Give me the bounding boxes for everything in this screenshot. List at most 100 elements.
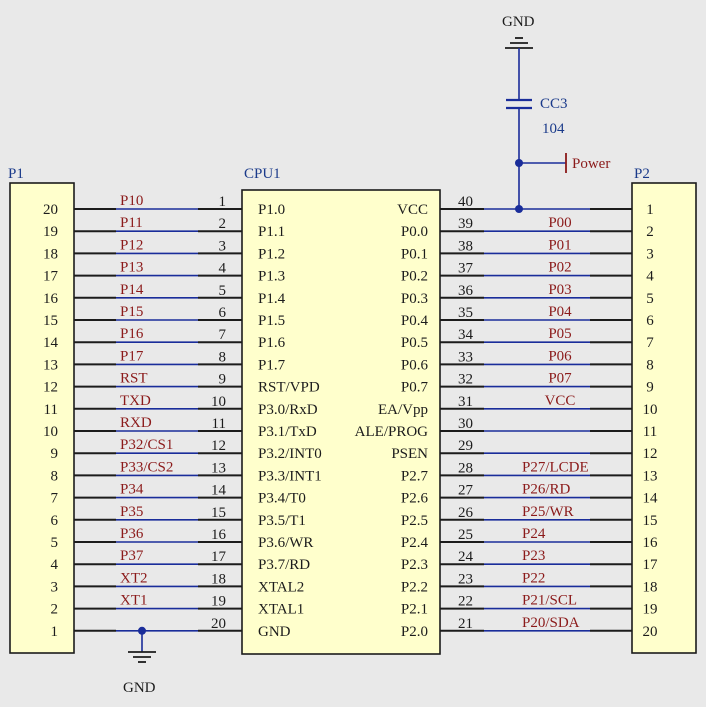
pin-lines [74, 208, 632, 632]
cpu-right-pin-number: 27 [458, 483, 474, 499]
cpu-left-pin-name: P1.2 [258, 246, 285, 262]
cpu-right-pin-number: 23 [458, 571, 473, 587]
p1-pin-number: 3 [51, 579, 59, 595]
cpu-right-pin-name: PSEN [391, 446, 428, 462]
right-net-label: P03 [548, 282, 571, 298]
p1-pin-number: 13 [43, 357, 58, 373]
cpu-right-pin-name: P2.4 [401, 535, 429, 551]
p2-pin-number: 17 [643, 557, 659, 573]
cpu-left-pin-name: GND [258, 624, 291, 640]
cpu-right-pin-name: P2.5 [401, 513, 428, 529]
cpu-left-pin-name: P3.6/WR [258, 535, 313, 551]
cpu-left-pin-number: 14 [211, 483, 227, 499]
cpu-left-pin-name: P1.1 [258, 224, 285, 240]
cpu-right-pin-number: 29 [458, 438, 473, 454]
left-net-label: P11 [120, 215, 143, 231]
cpu-left-pin-number: 7 [219, 327, 227, 343]
cpu-right-pin-name: P0.3 [401, 291, 428, 307]
cpu-right-pin-name: EA/Vpp [378, 402, 428, 418]
cpu-right-pin-name: P0.2 [401, 269, 428, 285]
p1-pin-number: 9 [51, 446, 59, 462]
left-net-label: P17 [120, 348, 144, 364]
p2-pin-number: 20 [643, 624, 658, 640]
cpu-left-pin-name: P3.3/INT1 [258, 468, 322, 484]
left-net-label: P36 [120, 526, 144, 542]
p1-pin-number: 7 [51, 491, 59, 507]
cpu-right-pin-number: 24 [458, 549, 474, 565]
left-net-label: RXD [120, 415, 152, 431]
p2-pin-number: 10 [643, 402, 658, 418]
cpu-right-pin-number: 31 [458, 394, 473, 410]
p2-pin-number: 19 [643, 602, 658, 618]
p1-pin-number: 8 [51, 468, 59, 484]
p2-pin-number: 12 [643, 446, 658, 462]
p1-pin-number: 12 [43, 380, 58, 396]
p2-pin-number: 9 [646, 380, 654, 396]
left-net-label: P10 [120, 193, 143, 209]
p1-pin-number: 14 [43, 335, 59, 351]
cpu-right-pin-number: 21 [458, 616, 473, 632]
cpu-right-pin-number: 40 [458, 194, 473, 210]
left-net-label: P32/CS1 [120, 437, 173, 453]
vcc-junction-dot [515, 205, 523, 213]
cpu-left-pin-number: 4 [219, 261, 227, 277]
left-net-label: TXD [120, 393, 151, 409]
wires [116, 37, 590, 663]
p2-pin-number: 18 [643, 579, 658, 595]
left-net-label: XT2 [120, 570, 148, 586]
cpu-left-pin-number: 5 [219, 283, 227, 299]
cpu-left-pin-name: P3.7/RD [258, 557, 310, 573]
left-net-label: P37 [120, 548, 144, 564]
cpu-left-pin-number: 20 [211, 616, 226, 632]
cpu-right-pin-number: 30 [458, 416, 473, 432]
cpu-right-pin-name: P2.1 [401, 602, 428, 618]
cpu-right-pin-name: P0.6 [401, 357, 429, 373]
cpu-left-pin-number: 1 [219, 194, 227, 210]
cpu-left-pin-number: 10 [211, 394, 226, 410]
right-net-label: P06 [548, 348, 572, 364]
left-net-label: P13 [120, 260, 143, 276]
cpu-right-pin-name: P0.1 [401, 246, 428, 262]
cpu-right-pin-number: 28 [458, 460, 473, 476]
p2-pin-number: 6 [646, 313, 654, 329]
cpu-right-pin-name: P2.3 [401, 557, 428, 573]
right-net-label: P05 [548, 326, 571, 342]
cpu-right-pin-number: 35 [458, 305, 473, 321]
cpu-right-pin-name: P2.7 [401, 468, 429, 484]
p2-pin-number: 2 [646, 224, 654, 240]
cpu-right-pin-number: 37 [458, 261, 474, 277]
right-net-label: P21/SCL [522, 593, 577, 609]
cpu-right-pin-number: 34 [458, 327, 474, 343]
p1-designator: P1 [8, 166, 24, 182]
cpu-right-pin-number: 26 [458, 505, 474, 521]
cpu-left-pin-number: 9 [219, 372, 227, 388]
gnd-bottom-label: GND [123, 680, 156, 696]
left-net-label: XT1 [120, 593, 148, 609]
cpu-right-pin-name: P0.7 [401, 380, 429, 396]
cpu-left-pin-name: RST/VPD [258, 380, 320, 396]
cpu-left-pin-name: P3.2/INT0 [258, 446, 322, 462]
p2-pin-number: 16 [643, 535, 659, 551]
right-net-label: P02 [548, 260, 571, 276]
right-net-label: P27/LCDE [522, 459, 589, 475]
p1-pin-number: 4 [51, 557, 59, 573]
right-net-label: P20/SDA [522, 615, 580, 631]
cpu-left-pin-name: P1.5 [258, 313, 285, 329]
p1-pin-number: 6 [51, 513, 59, 529]
right-net-label: P24 [522, 526, 546, 542]
p2-pin-number: 1 [646, 202, 654, 218]
p2-pin-number: 3 [646, 246, 654, 262]
cpu-right-pin-number: 32 [458, 372, 473, 388]
connector-p2-body [631, 182, 697, 654]
right-net-label: P23 [522, 548, 545, 564]
cpu-left-pin-name: P1.7 [258, 357, 286, 373]
cpu-left-pin-number: 18 [211, 571, 226, 587]
cpu-right-pin-number: 22 [458, 594, 473, 610]
p1-pin-number: 18 [43, 246, 58, 262]
p1-pin-number: 17 [43, 269, 59, 285]
cpu-left-pin-name: P1.6 [258, 335, 286, 351]
right-net-label: P04 [548, 304, 572, 320]
cpu-left-pin-number: 17 [211, 549, 227, 565]
